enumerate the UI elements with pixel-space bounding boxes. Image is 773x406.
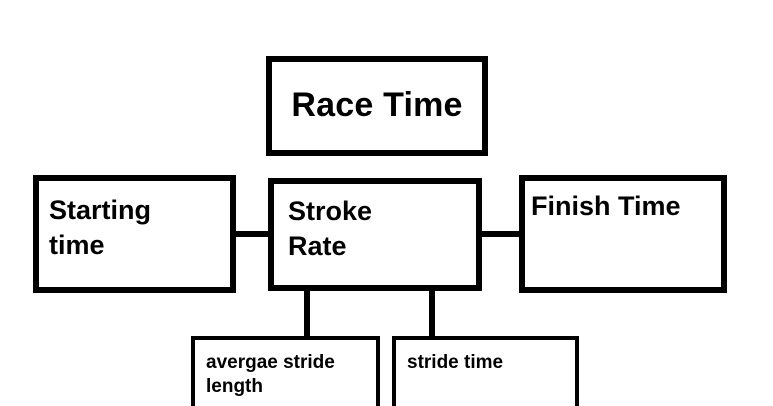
node-finish-time-label: Finish Time bbox=[531, 191, 681, 221]
node-stroke-rate-label: Stroke Rate bbox=[288, 196, 373, 261]
node-starting-time: Starting time bbox=[33, 175, 236, 293]
node-race-time: Race Time bbox=[266, 56, 488, 156]
node-finish-time: Finish Time bbox=[519, 175, 727, 293]
node-average-stride-length: avergae stride length bbox=[191, 336, 380, 406]
node-stride-time: stride time bbox=[392, 336, 579, 406]
node-starting-time-label: Starting time bbox=[49, 195, 152, 260]
connector-stroke-rate-to-stride-time bbox=[429, 288, 435, 340]
connector-starting-time-to-stroke-rate bbox=[234, 231, 272, 237]
node-race-time-label: Race Time bbox=[291, 86, 463, 125]
node-stroke-rate: Stroke Rate bbox=[268, 178, 482, 291]
node-average-stride-length-label: avergae stride length bbox=[206, 352, 335, 398]
connector-stroke-rate-to-finish-time bbox=[479, 231, 522, 237]
node-stride-time-label: stride time bbox=[407, 352, 504, 373]
connector-stroke-rate-to-average-stride-length bbox=[304, 288, 310, 340]
